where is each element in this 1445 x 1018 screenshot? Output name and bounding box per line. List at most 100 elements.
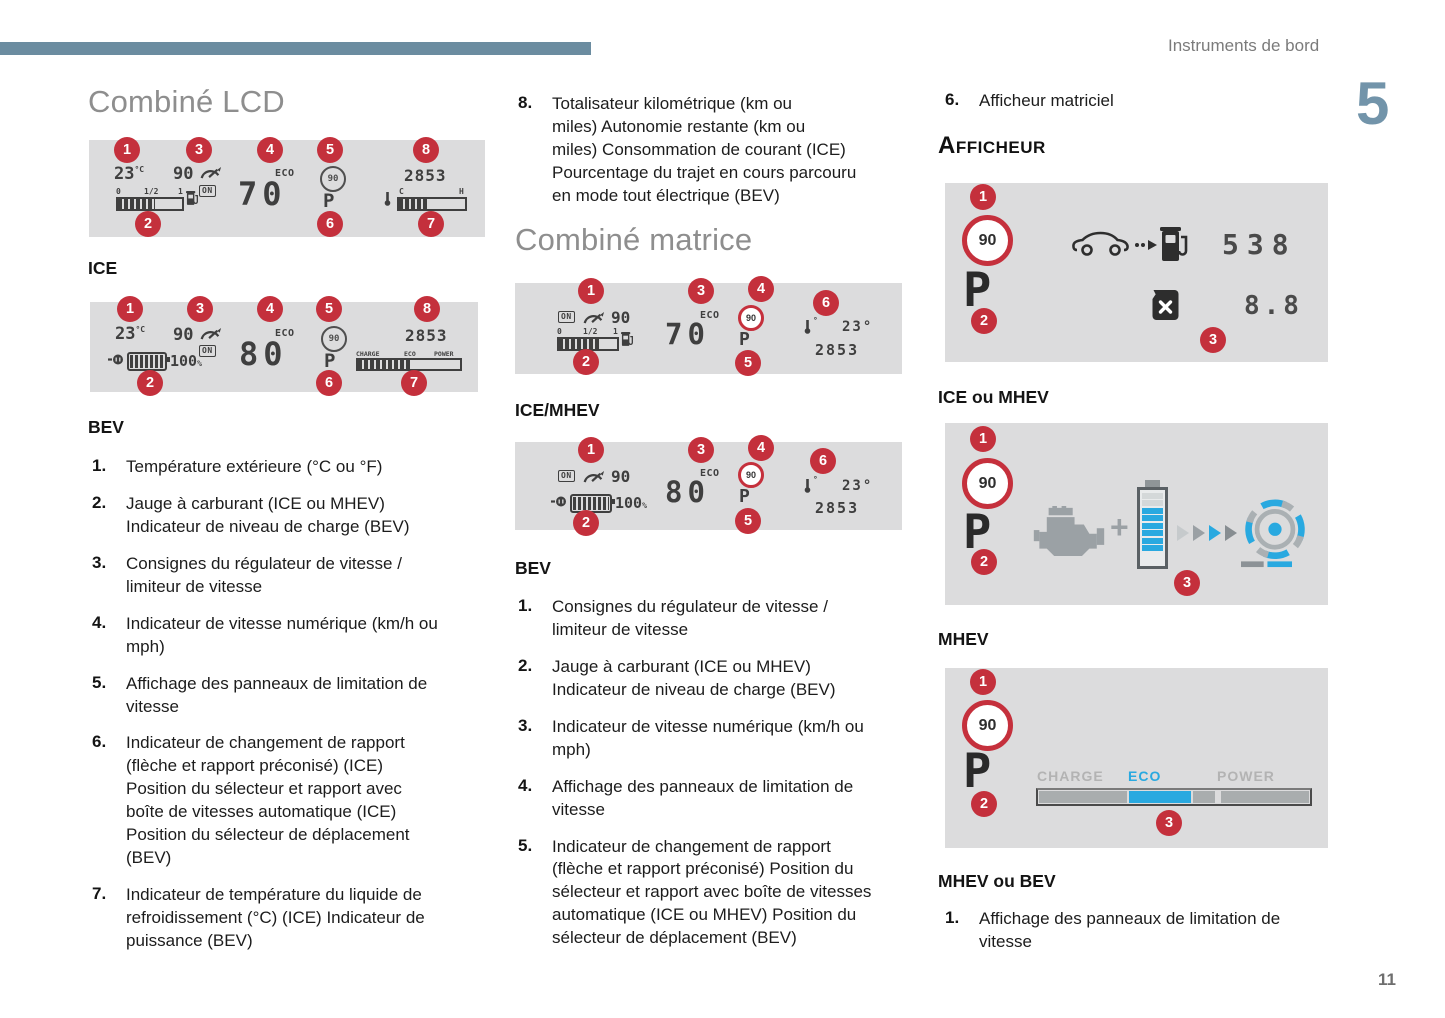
speed-limit-sign: 90 bbox=[321, 326, 347, 352]
gear-position: P bbox=[739, 329, 750, 350]
plus-sign: + bbox=[1110, 509, 1129, 545]
current-consumption: 8.8 bbox=[1244, 291, 1303, 321]
on-indicator: ON bbox=[558, 311, 575, 323]
matrix-screen-ice-mhev: 1 90 P 2 538 8.8 3 bbox=[945, 183, 1328, 362]
dotted-arrow-icon bbox=[1134, 238, 1158, 256]
item-text: Jauge à carburant (ICE ou MHEV) Indicate… bbox=[126, 493, 410, 536]
wheel-icon bbox=[1241, 497, 1309, 576]
temperature-icon bbox=[803, 478, 812, 498]
list-item: 4.Affichage des panneaux de limitation d… bbox=[518, 776, 922, 822]
item-number: 3. bbox=[92, 552, 107, 572]
legend-item-6: 6. Afficheur matriciel bbox=[945, 90, 1335, 127]
item-text: Affichage des panneaux de limitation de … bbox=[126, 673, 428, 716]
list-item: 6. Afficheur matriciel bbox=[945, 90, 1335, 113]
gear-position: P bbox=[963, 505, 992, 560]
cruise-control-icon bbox=[581, 468, 605, 490]
item-number: 2. bbox=[92, 492, 107, 512]
item-text: Consignes du régulateur de vitesse / lim… bbox=[126, 553, 402, 596]
power-zone-label: POWER bbox=[1217, 768, 1275, 784]
battery-icon bbox=[127, 352, 170, 371]
outside-temperature: 23°C bbox=[115, 324, 146, 344]
item-number: 6. bbox=[945, 90, 960, 109]
item-text: Affichage des panneaux de limitation de … bbox=[552, 776, 854, 819]
fuel-pump-icon bbox=[186, 189, 199, 211]
callout-1: 1 bbox=[578, 278, 604, 304]
coolant-temp-icon bbox=[383, 191, 392, 211]
matrix-screen-mhev: 1 90 P 2 + bbox=[945, 423, 1328, 605]
callout-1: 1 bbox=[970, 426, 996, 452]
outside-temperature: 23° bbox=[842, 319, 874, 335]
fuel-cutoff-jerrycan-icon bbox=[1148, 287, 1183, 328]
matrix-cluster-bev: 1 3 4 6 2 5 ON 90 100% ECO 80 90 P ° 23°… bbox=[515, 435, 902, 536]
callout-6: 6 bbox=[317, 211, 343, 237]
engine-icon bbox=[1033, 506, 1105, 561]
callout-6: 6 bbox=[810, 448, 836, 474]
callout-3: 3 bbox=[1200, 327, 1226, 353]
degree-mark: ° bbox=[813, 316, 818, 325]
legend-list-matrice: 1.Consignes du régulateur de vitesse / l… bbox=[518, 596, 922, 964]
item-number: 1. bbox=[518, 596, 533, 615]
callout-5: 5 bbox=[735, 350, 761, 376]
bar-segment-eco-active bbox=[1129, 791, 1191, 803]
callout-4: 4 bbox=[748, 276, 774, 302]
item-text: Affichage des panneaux de limitation de … bbox=[979, 909, 1281, 951]
eco-indicator: ECO bbox=[275, 328, 295, 339]
charging-plug-icon bbox=[108, 353, 125, 371]
label-mhev: MHEV bbox=[938, 629, 989, 649]
digital-speed: 80 bbox=[239, 335, 288, 373]
charge-zone-label: CHARGE bbox=[1037, 768, 1104, 784]
callout-1: 1 bbox=[970, 184, 996, 210]
eco-indicator: ECO bbox=[700, 468, 720, 479]
callout-3: 3 bbox=[1156, 810, 1182, 836]
list-item: 1.Affichage des panneaux de limitation d… bbox=[945, 908, 1337, 954]
gear-position: P bbox=[963, 744, 992, 799]
lcd-cluster-ice: 1 3 4 5 8 2 6 7 23°C 90 ON 0 1/2 1 ECO 7… bbox=[89, 137, 485, 237]
callout-8: 8 bbox=[413, 137, 439, 163]
list-item: 3. Consignes du régulateur de vitesse / l… bbox=[92, 553, 494, 599]
list-item: 5. Indicateur de changement de rapport (f… bbox=[518, 836, 922, 951]
outside-temperature: 23°C bbox=[114, 164, 145, 184]
odometer: 2853 bbox=[815, 341, 860, 359]
legend-list-lcd: 1.Température extérieure (°C ou °F) 2.Ja… bbox=[92, 456, 494, 967]
matrix-cluster-ice-mhev: 1 3 4 6 2 5 ON 90 0 1/2 1 ECO 70 90 P ° … bbox=[515, 276, 902, 376]
callout-2: 2 bbox=[137, 370, 163, 396]
speed-limit-sign: 90 bbox=[962, 215, 1013, 266]
item-text: Afficheur matriciel bbox=[979, 91, 1114, 110]
speed-limit-sign: 90 bbox=[738, 305, 764, 331]
charging-plug-icon bbox=[551, 495, 568, 513]
item-text: Indicateur de changement de rapport (flè… bbox=[126, 733, 410, 868]
page-number: 11 bbox=[1378, 970, 1396, 989]
digital-speed: 70 bbox=[665, 317, 710, 351]
item-text: Indicateur de changement de rapport (flè… bbox=[552, 836, 872, 948]
matrix-screen-mhev-bev: 1 90 P 2 CHARGE ECO POWER 3 bbox=[945, 668, 1328, 848]
cruise-setpoint: 90 bbox=[611, 467, 631, 486]
digital-speed: 70 bbox=[238, 175, 287, 213]
cruise-setpoint: 90 bbox=[173, 164, 194, 184]
list-item: 5. Affichage des panneaux de limitation d… bbox=[92, 673, 494, 719]
item-number: 5. bbox=[92, 672, 107, 692]
temperature-icon bbox=[803, 319, 812, 339]
callout-4: 4 bbox=[748, 435, 774, 461]
charge-eco-power-bar bbox=[1036, 788, 1312, 806]
list-item: 6.Indicateur de changement de rapport (f… bbox=[92, 732, 494, 870]
item-number: 1. bbox=[92, 456, 107, 475]
callout-3: 3 bbox=[1174, 570, 1200, 596]
list-item: 1.Consignes du régulateur de vitesse / l… bbox=[518, 596, 922, 642]
item-number: 7. bbox=[92, 884, 107, 904]
list-item: 4.Indicateur de vitesse numérique (km/h … bbox=[92, 613, 494, 659]
speed-limit-sign: 90 bbox=[962, 458, 1013, 509]
cruise-setpoint: 90 bbox=[611, 308, 631, 327]
item-text: Jauge à carburant (ICE ou MHEV) Indicate… bbox=[552, 656, 836, 699]
gear-position: P bbox=[324, 350, 336, 372]
item-number: 5. bbox=[518, 835, 533, 855]
energy-flow-arrows-icon bbox=[1177, 525, 1241, 546]
callout-4: 4 bbox=[257, 137, 283, 163]
callout-2: 2 bbox=[971, 308, 997, 334]
charge-percentage: 100% bbox=[615, 494, 647, 512]
speed-limit-sign: 90 bbox=[320, 166, 346, 192]
bar-segment-power bbox=[1221, 791, 1309, 803]
label-ice-mhev: ICE/MHEV bbox=[515, 400, 600, 420]
callout-1: 1 bbox=[970, 669, 996, 695]
charge-percentage: 100% bbox=[170, 352, 202, 370]
